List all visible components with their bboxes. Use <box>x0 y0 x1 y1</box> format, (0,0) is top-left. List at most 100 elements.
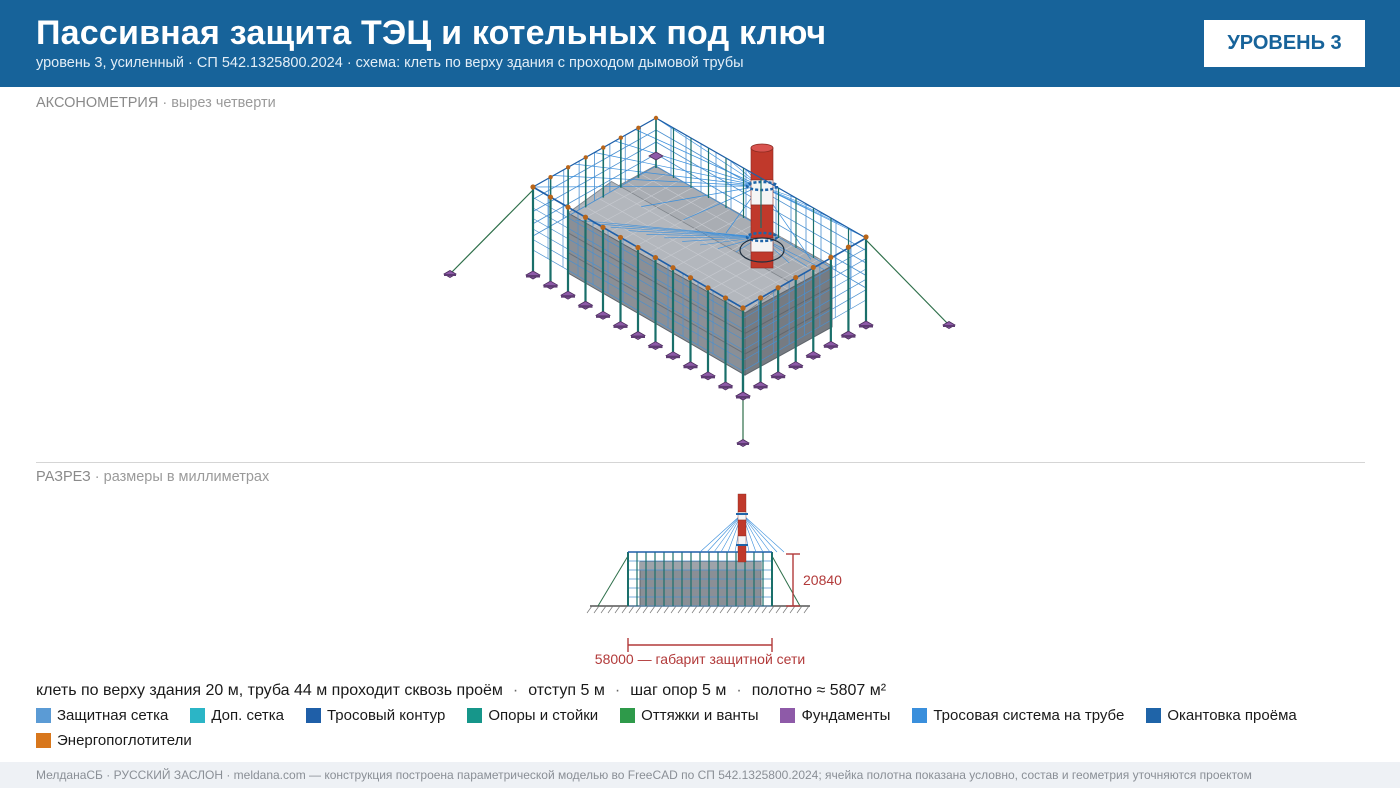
legend-swatch <box>36 733 51 748</box>
foundation-pad-side <box>718 385 733 389</box>
chimney-top <box>750 143 774 153</box>
energy-absorber <box>810 264 816 271</box>
legend-item: Тросовая система на трубе <box>912 707 1124 724</box>
energy-absorber <box>600 224 606 230</box>
height-dimension-label: 20840 <box>803 572 842 588</box>
anchor-foundation-side <box>444 274 456 276</box>
ground-hatch <box>614 605 621 614</box>
legend-label: Энергопоглотители <box>57 732 192 749</box>
foundation-pad <box>648 151 664 161</box>
ground-hatch <box>663 605 670 614</box>
info-separator: · <box>512 682 519 699</box>
legend-label: Доп. сетка <box>211 707 284 724</box>
legend-label: Фундаменты <box>801 707 891 724</box>
ground-line <box>586 605 810 614</box>
legend-swatch <box>1146 708 1162 723</box>
anchor-foundation-side <box>737 443 749 445</box>
cable-contour <box>532 117 657 188</box>
ground-hatch <box>656 605 663 614</box>
chimney-cable <box>573 163 761 187</box>
chimney-cable-ring <box>745 180 779 192</box>
section-guy-wire <box>597 555 629 607</box>
energy-absorber <box>863 234 869 240</box>
ground-hatch <box>670 605 677 614</box>
foundation-pad-side <box>613 325 628 328</box>
info-item: полотно ≈ 5807 м² <box>751 682 887 699</box>
ground-hatch <box>684 605 691 614</box>
energy-absorber <box>530 184 536 190</box>
section-chimney-band <box>737 544 747 563</box>
chimney-cable <box>641 185 761 207</box>
energy-absorber <box>845 244 852 250</box>
net-front-right <box>742 268 867 340</box>
ground-hatch <box>789 605 796 614</box>
axonometry-label: АКСОНОМЕТРИЯ · вырез четверти <box>36 95 276 111</box>
energy-absorber <box>828 254 834 260</box>
roof-grid <box>611 189 789 290</box>
ground-hatch <box>586 605 593 614</box>
ground-hatch <box>775 605 782 614</box>
legend-item: Опоры и стойки <box>467 707 598 724</box>
energy-absorber <box>601 145 606 150</box>
ground-hatch <box>635 605 642 614</box>
energy-absorber <box>636 125 641 131</box>
info-item: отступ 5 м <box>528 682 605 699</box>
section-chimney-cable <box>741 513 778 553</box>
legend-swatch <box>190 708 206 723</box>
energy-absorber <box>670 265 676 271</box>
chimney-cable <box>532 185 761 188</box>
chimney-cable <box>699 236 761 246</box>
chimney-cable <box>683 185 761 221</box>
axonometric-drawing <box>443 115 956 447</box>
chimney-cable <box>610 226 761 238</box>
energy-absorber <box>793 274 799 281</box>
foundation-pad-side <box>701 375 715 379</box>
ground-hatch <box>719 605 726 614</box>
ground-hatch <box>803 605 810 614</box>
chimney-cable <box>594 152 761 187</box>
energy-absorber <box>583 155 588 160</box>
ground-hatch <box>698 605 705 614</box>
chimney-cable-ring <box>745 231 779 243</box>
section-divider <box>36 462 1365 463</box>
energy-absorber <box>653 115 659 121</box>
foundation-pad-side <box>631 335 645 338</box>
page-subtitle: уровень 3, усиленный · СП 542.1325800.20… <box>36 55 744 71</box>
energy-absorber <box>582 214 589 220</box>
foundation-pad-side <box>753 385 768 389</box>
guy-wire <box>865 239 950 326</box>
foundation-pad-side <box>841 335 856 338</box>
section-note: · размеры в миллиметрах <box>94 469 270 485</box>
foundation-pad-side <box>561 295 575 298</box>
energy-absorber <box>740 305 746 311</box>
energy-absorber <box>652 254 659 261</box>
support-posts <box>531 118 868 396</box>
net-back-left <box>532 153 657 225</box>
foundations <box>443 151 956 447</box>
section-chimney-cable <box>706 513 743 553</box>
legend-item: Тросовый контур <box>305 707 445 724</box>
foundation-pad-side <box>543 285 558 288</box>
energy-absorber <box>617 234 624 241</box>
roof-grid <box>596 197 775 298</box>
foundation-pad-side <box>771 375 786 379</box>
ground-hatch <box>649 605 656 614</box>
legend-swatch <box>912 708 928 723</box>
ground-hatch <box>754 605 761 614</box>
foundation-pad-side <box>806 355 821 358</box>
guy-wire <box>449 189 534 275</box>
net-front-right <box>742 299 867 372</box>
energy-absorber <box>757 295 764 301</box>
info-item: шаг опор 5 м <box>630 682 727 699</box>
energy-absorber <box>775 285 781 291</box>
chimney-cable <box>592 223 761 238</box>
energy-absorber <box>635 244 641 251</box>
foundation-pad-side <box>683 365 698 369</box>
section-guy-wires <box>597 555 801 607</box>
legend-item: Защитная сетка <box>36 707 168 724</box>
section-label: РАЗРЕЗ · размеры в миллиметрах <box>36 469 269 485</box>
info-separator: · <box>614 682 621 699</box>
legend-label: Оттяжки и ванты <box>641 707 759 724</box>
net-back-left <box>532 141 657 212</box>
legend-item: Окантовка проёма <box>1146 707 1297 724</box>
